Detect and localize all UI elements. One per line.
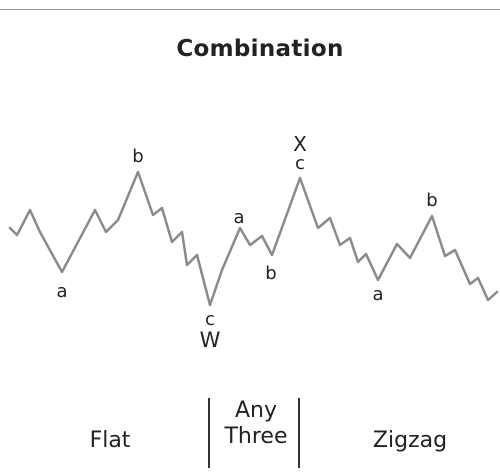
- wave-label-any-b: b: [265, 263, 276, 284]
- wave-label-any-a: a: [233, 207, 244, 228]
- top-rule: [0, 9, 500, 10]
- wave-label-x: X: [293, 132, 307, 156]
- wave-label-zig-a: a: [372, 284, 383, 305]
- section-label-any-three: Any Three: [206, 398, 306, 450]
- section-label-any: Any: [234, 398, 277, 423]
- wave-label-flat-a: a: [56, 281, 67, 302]
- wave-label-any-c: c: [295, 153, 305, 174]
- section-divider-left: [208, 398, 210, 468]
- wave-label-flat-b: b: [132, 146, 143, 167]
- section-label-three: Three: [224, 424, 288, 449]
- wave-label-flat-c: c: [205, 309, 215, 330]
- section-label-flat: Flat: [89, 428, 131, 453]
- diagram-title: Combination: [176, 36, 344, 62]
- wave-label-w: W: [200, 328, 221, 352]
- wave-path: [8, 170, 499, 307]
- section-label-zigzag: Zigzag: [372, 428, 448, 453]
- wave-label-zig-b: b: [426, 190, 437, 211]
- section-divider-right: [298, 398, 300, 468]
